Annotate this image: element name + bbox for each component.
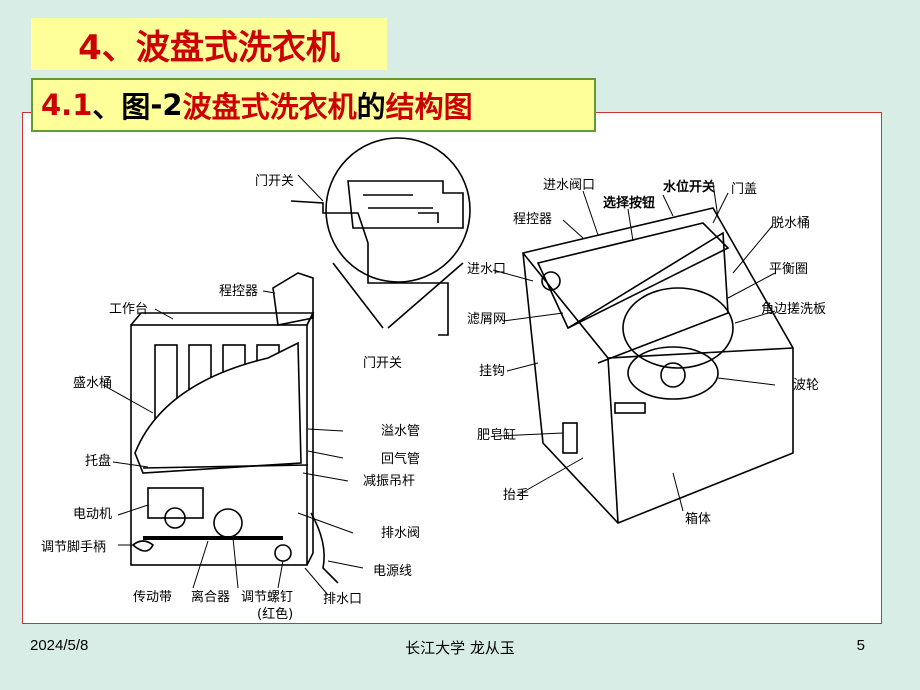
zoom-circle (325, 137, 471, 283)
label-inlet-valve: 进水阀口 (543, 178, 595, 193)
label-soap-box: 肥皂缸 (477, 427, 516, 443)
footer-author: 长江大学 龙从玉 (405, 639, 515, 657)
label-water-tub: 盛水桶 (73, 376, 112, 391)
label-overflow-pipe: 溢水管 (381, 424, 420, 439)
subtitle-particle: 的 (356, 90, 386, 124)
water-tub-shape (134, 341, 302, 474)
label-worktable: 工作台 (109, 302, 148, 317)
label-cabinet: 箱体 (685, 511, 711, 527)
clutch-shape (213, 508, 243, 538)
label-pulsator: 波轮 (793, 378, 819, 393)
subtitle-number: 4.1 (41, 88, 93, 122)
label-drain-outlet: 排水口 (323, 592, 362, 607)
lid-shape (567, 231, 729, 364)
footer-date: 2024/5/8 (30, 637, 89, 654)
label-filter: 滤屑网 (467, 312, 506, 327)
label-inlet: 进水口 (467, 262, 506, 277)
label-controller: 程控器 (513, 212, 552, 227)
right-cabinet (522, 207, 794, 524)
label-door-switch-top: 门开关 (255, 174, 294, 189)
label-corner-board: 角边搓洗板 (761, 301, 826, 317)
control-panel (536, 222, 730, 330)
label-foot-handle: 调节脚手柄 (41, 539, 106, 555)
label-program-controller: 程控器 (219, 284, 258, 299)
subtitle-machine-name: 波盘式洗衣机 (182, 90, 357, 124)
label-damping-rod: 减振吊杆 (363, 474, 415, 489)
left-cabinet (130, 324, 308, 566)
controller-box (272, 272, 314, 326)
footer-page-number: 5 (856, 637, 865, 654)
label-balance-ring: 平衡圈 (769, 262, 808, 277)
label-adjust-screw: 调节螺钉 (241, 590, 293, 605)
label-tray: 托盘 (85, 453, 111, 469)
slide-title: 4、波盘式洗衣机 (31, 18, 387, 70)
label-drain-valve: 排水阀 (381, 526, 420, 541)
door-switch-detail (347, 180, 464, 229)
motor-shape (147, 487, 204, 519)
label-air-return-pipe: 回气管 (381, 451, 420, 467)
label-handle: 抬手 (503, 488, 529, 503)
figure-frame: 门开关 程控器 工作台 门开关 盛水桶 溢水管 回气管 托盘 减振吊杆 电动机 … (22, 112, 882, 624)
label-level-switch: 水位开关 (663, 179, 715, 195)
spin-tub-shape (622, 287, 734, 369)
label-motor: 电动机 (73, 507, 112, 522)
slide-title-text: 4、波盘式洗衣机 (78, 27, 340, 68)
pulsator-shape (627, 346, 719, 400)
label-spin-tub: 脱水桶 (771, 216, 810, 231)
label-red-note: (红色) (257, 606, 293, 622)
subtitle-structure: 结构图 (385, 90, 473, 124)
label-door-switch: 门开关 (363, 356, 402, 371)
label-lid: 门盖 (731, 182, 757, 197)
subtitle-figure-prefix: 、图 (92, 90, 151, 124)
subtitle-figure-number: -2 (150, 88, 183, 122)
label-clutch: 离合器 (191, 589, 230, 605)
washing-machine-diagram: 门开关 程控器 工作台 门开关 盛水桶 溢水管 回气管 托盘 减振吊杆 电动机 … (41, 137, 826, 622)
label-belt: 传动带 (133, 590, 172, 605)
slide-subtitle: 4.1、图-2 波盘式洗衣机的结构图 (31, 78, 596, 132)
label-hook: 挂钩 (479, 364, 505, 379)
label-power-cord: 电源线 (373, 564, 412, 579)
label-select-button: 选择按钮 (603, 195, 655, 211)
